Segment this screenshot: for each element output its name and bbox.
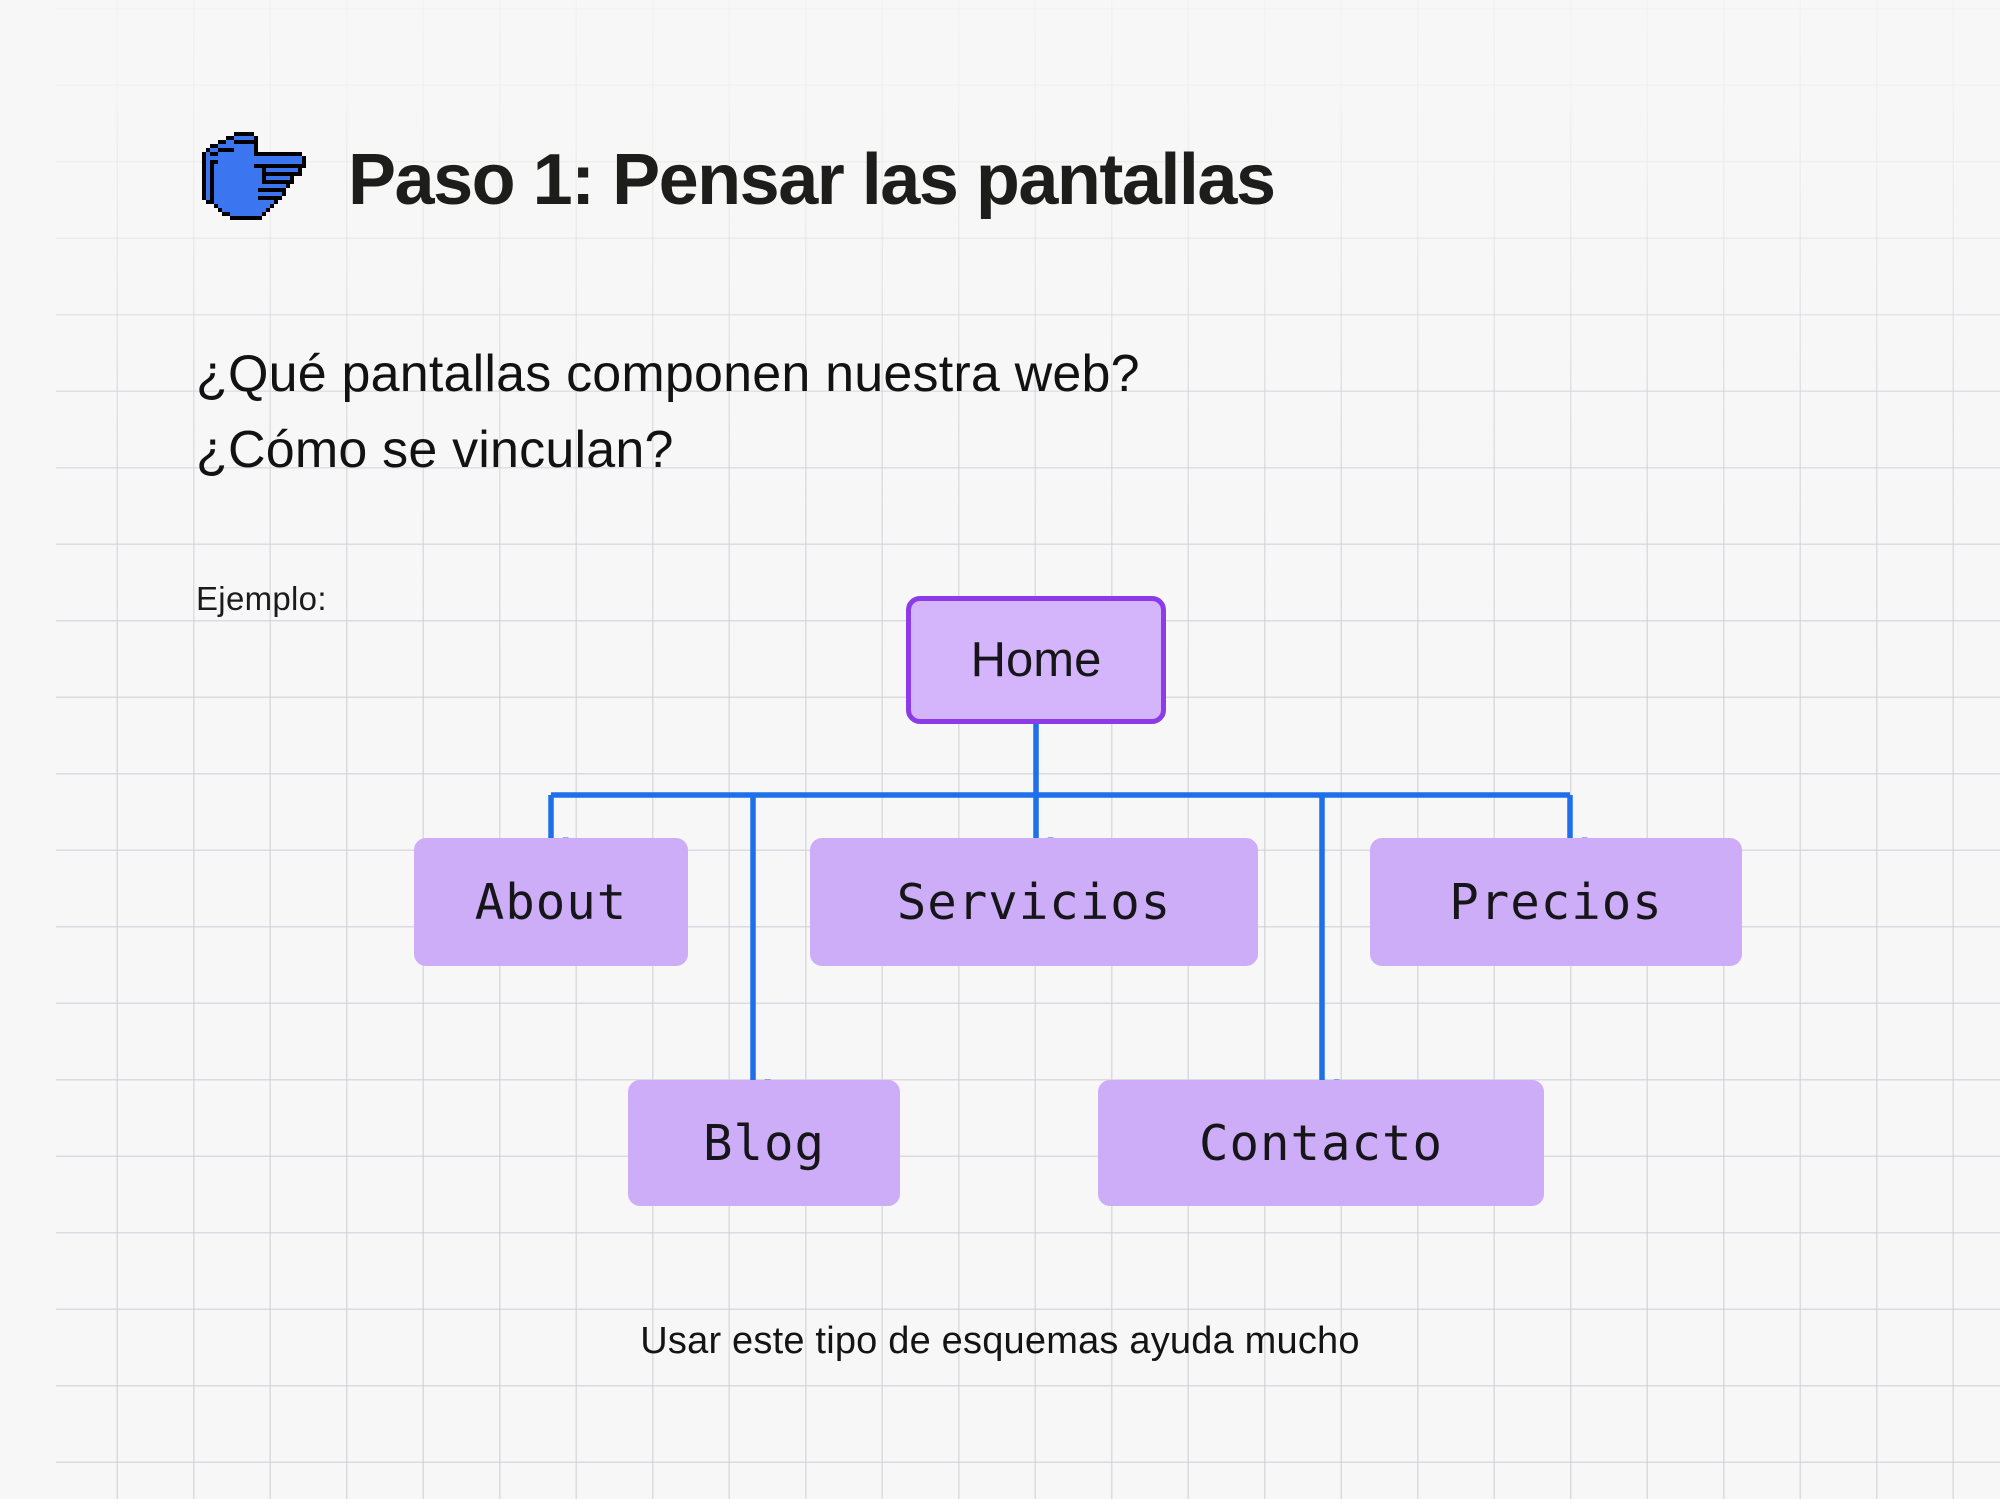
page-title: Paso 1: Pensar las pantallas (348, 140, 1276, 220)
example-label: Ejemplo: (196, 580, 327, 617)
diagram-caption: Usar este tipo de esquemas ayuda mucho (640, 1320, 1360, 1362)
node-home-label: Home (970, 633, 1102, 687)
node-precios[interactable]: Precios (1370, 838, 1742, 966)
node-home[interactable]: Home (906, 596, 1166, 724)
node-contacto-label: Contacto (1198, 1114, 1443, 1172)
intro-questions: ¿Qué pantallas componen nuestra web? ¿Có… (196, 336, 1140, 488)
node-contacto[interactable]: Contacto (1098, 1080, 1544, 1206)
page-header: Paso 1: Pensar las pantallas (186, 128, 1276, 232)
node-about[interactable]: About (414, 838, 688, 966)
node-precios-label: Precios (1449, 873, 1663, 931)
node-about-label: About (474, 873, 628, 931)
node-servicios[interactable]: Servicios (810, 838, 1258, 966)
intro-line-2: ¿Cómo se vinculan? (196, 421, 674, 479)
node-servicios-label: Servicios (896, 873, 1172, 931)
node-blog[interactable]: Blog (628, 1080, 900, 1206)
pointing-right-hand-icon (202, 132, 306, 220)
intro-line-1: ¿Qué pantallas componen nuestra web? (196, 345, 1140, 403)
node-blog-label: Blog (702, 1114, 825, 1172)
